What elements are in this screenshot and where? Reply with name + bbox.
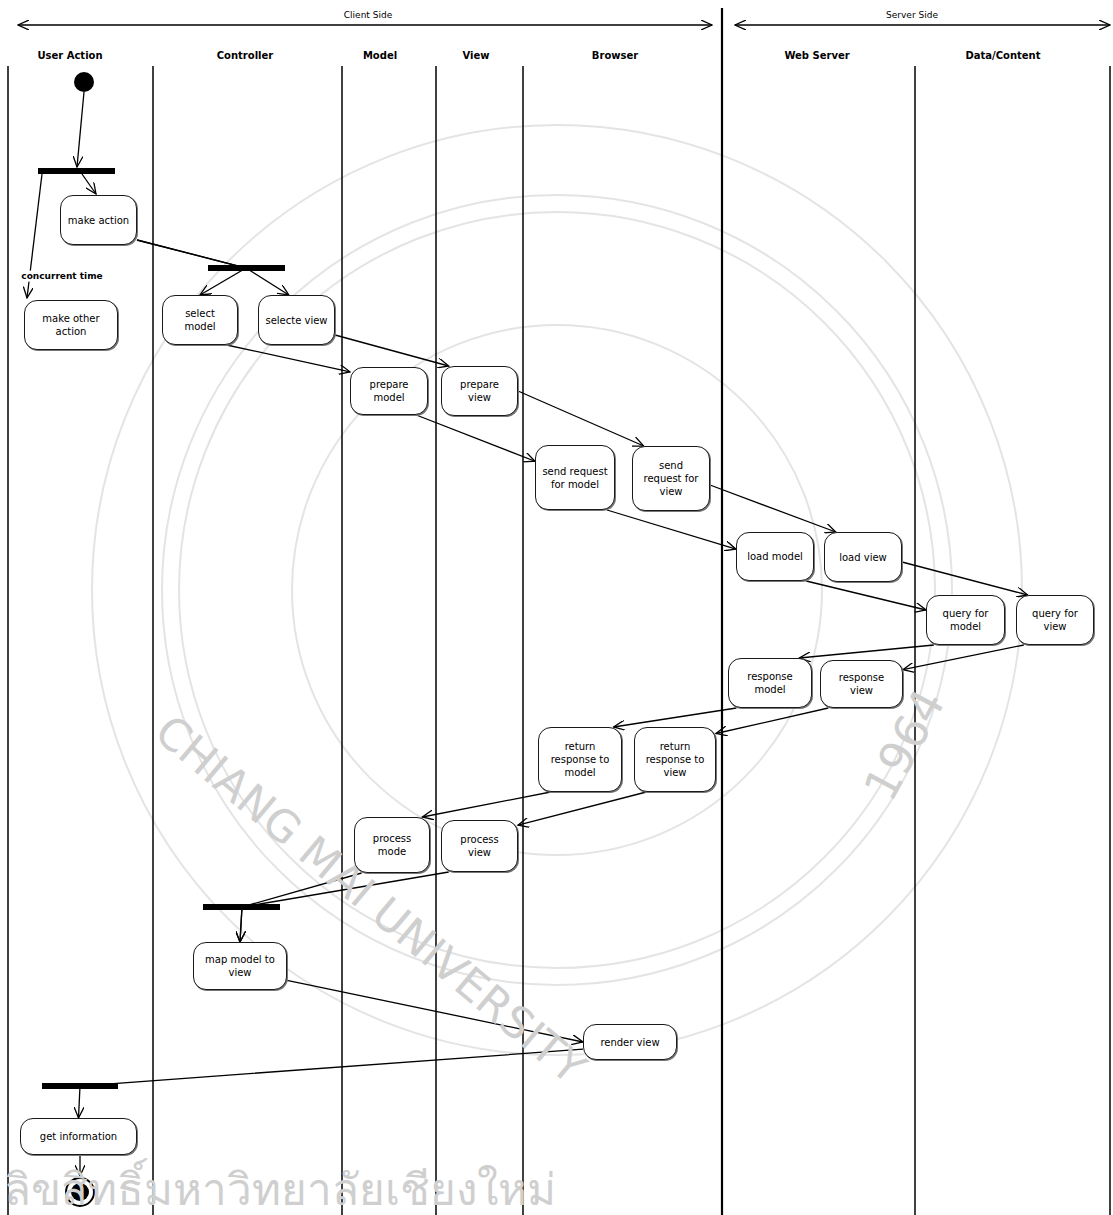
activity-box: make other action — [24, 300, 118, 350]
activity-label: prepare model — [357, 378, 421, 404]
control-flow-arrow — [902, 562, 1028, 595]
activity-label: return response to model — [545, 740, 615, 779]
watermark: CHIANG MAI UNIVERSITY — [145, 705, 596, 1095]
swimlane-heading: Controller — [217, 50, 273, 62]
start-node — [74, 72, 94, 92]
activity-box: make action — [60, 195, 137, 245]
control-flow-arrow — [799, 645, 934, 658]
swimlane-line — [152, 66, 154, 1215]
activity-box: return response to view — [634, 727, 716, 792]
swimlane-heading: Model — [363, 50, 397, 62]
activity-label: response view — [827, 671, 896, 697]
activity-label: selecte view — [265, 314, 327, 327]
activity-box: return response to model — [538, 727, 622, 792]
watermark-ring — [162, 195, 952, 985]
activity-box: prepare view — [441, 366, 518, 416]
activity-label: response model — [735, 670, 805, 696]
control-flow-arrow — [716, 708, 828, 734]
concurrency-note: concurrent time — [19, 271, 104, 282]
activity-box: load model — [736, 532, 814, 581]
control-flow-arrow — [79, 1049, 584, 1118]
activity-label: process view — [448, 833, 511, 859]
swimlane-line — [1109, 66, 1111, 1215]
activity-label: select model — [169, 307, 231, 333]
activity-box: send request for view — [632, 446, 710, 511]
activity-box: map model to view — [193, 942, 287, 990]
activity-label: load model — [747, 550, 803, 563]
flow-arrow — [77, 92, 84, 167]
activity-box: process view — [441, 820, 518, 872]
fork-bar — [38, 168, 115, 174]
control-flow-arrow — [710, 485, 836, 532]
activity-box: prepare model — [350, 367, 428, 415]
activity-label: return response to view — [641, 740, 709, 779]
swimlane-heading: Web Server — [784, 50, 849, 62]
side-heading: Client Side — [344, 10, 392, 21]
swimlane-line — [914, 66, 916, 1215]
activity-label: map model to view — [200, 953, 280, 979]
control-flow-arrow — [806, 581, 926, 610]
activity-label: send request for view — [639, 459, 703, 498]
activity-label: query for model — [933, 607, 998, 633]
activity-label: render view — [600, 1036, 659, 1049]
span-arrow — [735, 24, 1110, 25]
side-heading: Server Side — [886, 10, 938, 21]
control-flow-arrow — [518, 792, 646, 825]
activity-box: response model — [728, 658, 812, 708]
activity-label: process mode — [361, 832, 423, 858]
control-flow-arrow — [614, 708, 737, 727]
activity-box: select model — [162, 295, 238, 345]
activity-label: make action — [68, 214, 129, 227]
control-flow-arrow — [137, 240, 289, 295]
activity-box: get information — [20, 1118, 137, 1155]
watermark: ลิขสิทธิ์มหาวิทยาลัยเชียงใหม่ — [4, 1164, 556, 1215]
watermark-ring — [92, 125, 1022, 1055]
control-flow-arrow — [227, 345, 350, 372]
control-flow-arrow — [518, 391, 644, 446]
watermark-ring — [292, 325, 822, 855]
activity-box: response view — [820, 660, 903, 708]
control-flow-arrow — [335, 335, 449, 366]
swimlane-line — [7, 66, 9, 1215]
activity-label: prepare view — [448, 378, 511, 404]
activity-box: send request for model — [535, 445, 615, 510]
swimlane-heading: Data/Content — [965, 50, 1040, 62]
control-flow-arrow — [137, 240, 246, 295]
activity-label: send request for model — [542, 465, 608, 491]
swimlane-line — [341, 66, 343, 1215]
control-flow-arrow — [607, 510, 736, 549]
control-flow-arrow — [903, 645, 1024, 670]
swimlane-line — [435, 66, 437, 1215]
activity-box: selecte view — [258, 295, 335, 345]
control-flow-arrow — [416, 415, 535, 461]
activity-label: make other action — [31, 312, 111, 338]
activity-label: load view — [839, 551, 887, 564]
side-divider — [721, 8, 723, 1215]
span-arrow — [18, 24, 712, 25]
activity-label: get information — [40, 1130, 117, 1143]
activity-box: query for model — [926, 595, 1005, 645]
swimlane-heading: Browser — [592, 50, 638, 62]
swimlane-heading: User Action — [37, 50, 102, 62]
activity-box: render view — [583, 1024, 677, 1060]
activity-box: query for view — [1016, 595, 1094, 645]
activity-box: process mode — [354, 817, 430, 873]
flow-arrow — [82, 174, 96, 194]
activity-label: query for view — [1023, 607, 1087, 633]
control-flow-arrow — [422, 792, 550, 817]
swimlane-heading: View — [462, 50, 489, 62]
activity-box: load view — [824, 532, 902, 582]
